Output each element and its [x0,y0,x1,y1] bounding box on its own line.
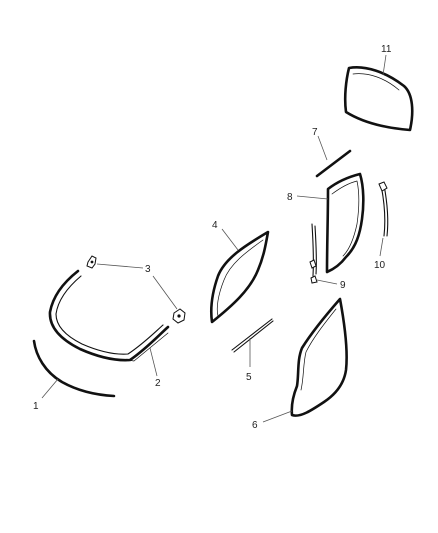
part-6-door-seal [290,297,348,417]
callout-11: 11 [381,44,392,55]
part-4-glass-seal [209,230,270,324]
part-3-clip-upper [86,255,97,269]
part-9-channel [309,223,318,284]
part-8-rear-door-seal [325,172,365,274]
callout-2: 2 [155,378,161,389]
leader-11 [382,54,387,76]
callout-6: 6 [252,420,258,431]
leader-8 [296,195,329,200]
callout-4: 4 [212,220,218,231]
part-2-windshield-seal [48,269,170,362]
leader-9 [316,279,338,285]
leader-4 [221,228,239,251]
leader-2 [149,347,158,377]
callout-8: 8 [287,192,293,203]
part-10-trim [378,181,389,237]
leader-6 [262,410,293,423]
part-11-rear-window-seal [343,66,414,132]
part-3-clip-lower [172,308,186,324]
leader-10 [379,237,384,257]
leader-1 [41,378,59,399]
part-5-belt-strip [231,318,274,353]
callout-7: 7 [312,127,318,138]
callout-3: 3 [145,264,151,275]
callout-9: 9 [340,280,346,291]
callout-10: 10 [374,260,386,271]
callout-1: 1 [33,401,39,412]
leader-7 [317,135,328,161]
callout-5: 5 [246,372,252,383]
leader-3a [96,263,144,269]
leader-3b [152,275,178,310]
part-1-weatherstrip [32,339,116,398]
part-7-strip [315,149,352,178]
